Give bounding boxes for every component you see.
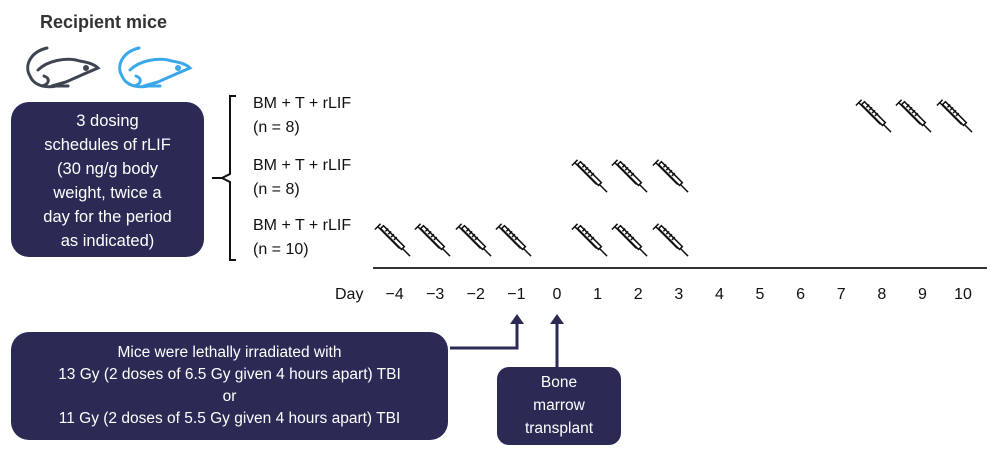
mice-icons <box>26 46 193 89</box>
syringe-icon <box>494 220 532 258</box>
box-line: weight, twice a <box>53 184 162 202</box>
syringe-icon <box>413 220 451 258</box>
day-tick-label: 8 <box>877 286 887 303</box>
day-tick-label: 10 <box>954 286 972 303</box>
box-line: transplant <box>524 420 594 437</box>
mouse-icon-gray <box>26 46 101 89</box>
day-tick-label: −1 <box>507 286 526 303</box>
group-brace <box>212 95 236 261</box>
syringe-icon <box>894 96 932 134</box>
group-2-label: BM + T + rLIF(n = 8) <box>253 157 352 198</box>
syringe-icon <box>935 96 973 134</box>
day-tick-label: −3 <box>426 286 445 303</box>
box-line: 13 Gy (2 doses of 6.5 Gy given 4 hours a… <box>58 366 401 383</box>
box-line: (30 ng/g body <box>57 160 158 178</box>
syringe-icon <box>610 156 648 194</box>
axis-label: Day <box>335 286 364 303</box>
day-tick-label: 1 <box>593 286 603 303</box>
box-line: 3 dosing <box>76 112 139 130</box>
syringe-icon <box>610 220 648 258</box>
box-line: Mice were lethally irradiated with <box>117 344 342 361</box>
day-tick-label: 0 <box>552 286 562 303</box>
irradiation-box: Mice were lethally irradiated with 13 Gy… <box>11 332 448 440</box>
group-1-label: BM + T + rLIF(n = 8) <box>253 95 352 136</box>
box-line: 11 Gy (2 doses of 5.5 Gy given 4 hours a… <box>58 410 401 427</box>
day-tick-label: 9 <box>917 286 927 303</box>
day-tick-label: 3 <box>674 286 684 303</box>
syringe-icon <box>570 156 608 194</box>
day-tick-label: 7 <box>836 286 846 303</box>
syringe-icon <box>373 220 411 258</box>
day-tick-label: 5 <box>755 286 765 303</box>
syringe-icon <box>454 220 492 258</box>
day-tick-label: −2 <box>466 286 485 303</box>
syringe-icon <box>570 220 608 258</box>
irradiation-arrow <box>450 314 564 368</box>
box-line: Bone <box>540 374 578 391</box>
day-tick-label: −4 <box>385 286 404 303</box>
syringe-icon <box>651 220 689 258</box>
box-line: as indicated) <box>60 232 155 250</box>
box-line: day for the period <box>43 208 172 226</box>
group-3-label: BM + T + rLIF(n = 10) <box>253 217 352 258</box>
box-line: marrow <box>533 397 585 414</box>
timeline-axis <box>373 267 987 269</box>
box-line: or <box>222 388 237 405</box>
day-tick-label: 4 <box>714 286 724 303</box>
mouse-icon-blue <box>118 46 193 89</box>
box-line: schedules of rLIF <box>44 136 171 154</box>
syringe-icon <box>854 96 892 134</box>
syringe-icon <box>651 156 689 194</box>
day-tick-label: 2 <box>633 286 643 303</box>
transplant-box: Bone marrow transplant <box>497 367 621 445</box>
day-tick-label: 6 <box>796 286 806 303</box>
recipient-mice-title: Recipient mice <box>40 12 168 32</box>
dosing-schedule-box: 3 dosing schedules of rLIF (30 ng/g body… <box>11 102 204 257</box>
